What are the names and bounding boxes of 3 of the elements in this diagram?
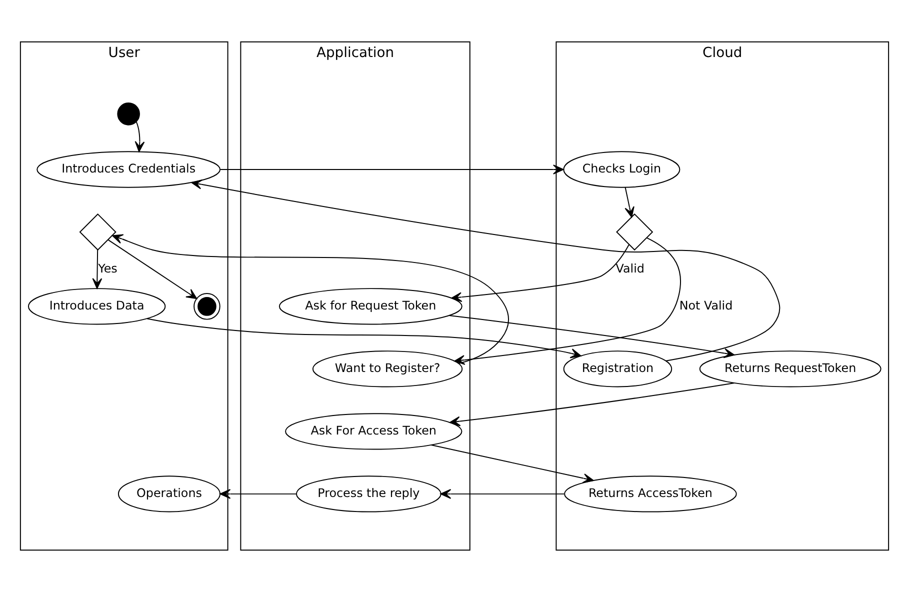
- edge-label: Not Valid: [679, 298, 733, 312]
- edge-label: Valid: [616, 261, 644, 276]
- edge-label: Yes: [98, 261, 118, 276]
